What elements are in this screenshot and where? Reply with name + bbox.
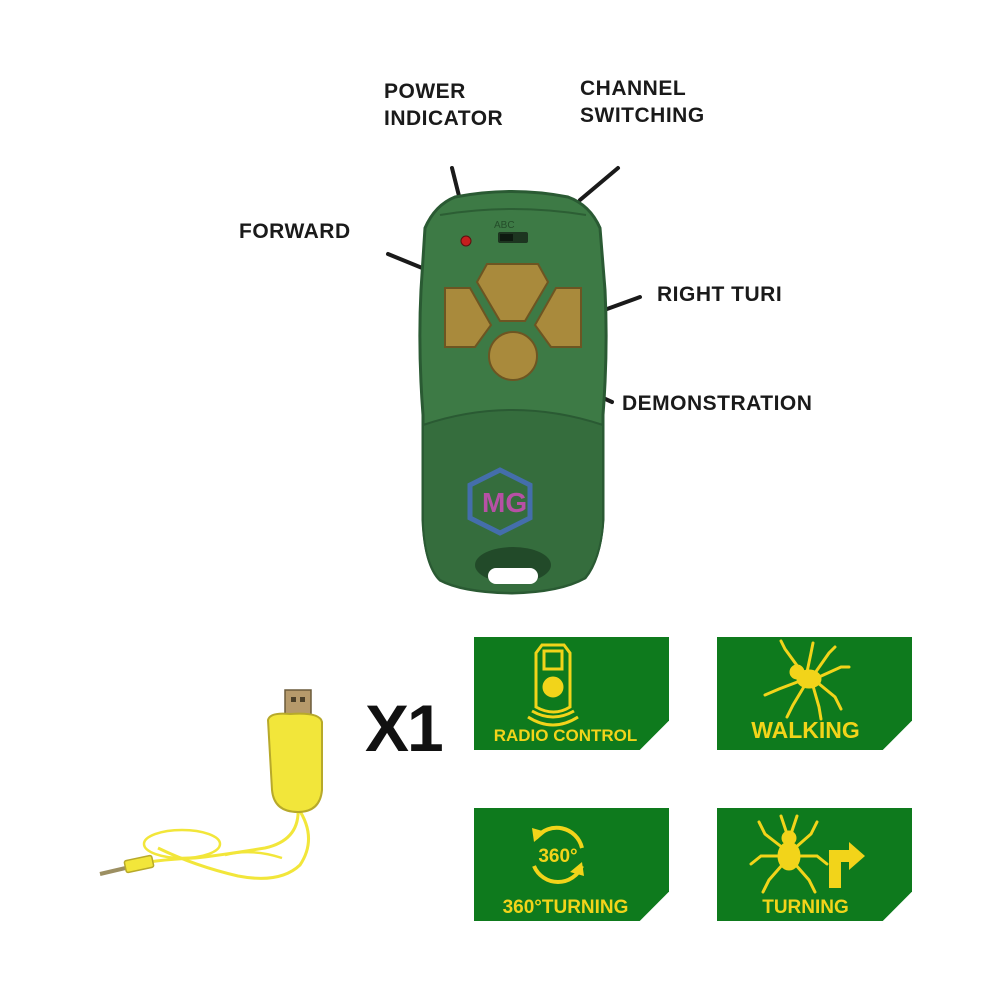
- power-indicator-led: [460, 235, 472, 247]
- turning-badge: TURNING: [717, 808, 912, 921]
- demonstration-label: DEMONSTRATION: [622, 392, 813, 415]
- turning-label: TURNING: [762, 897, 849, 918]
- remote-control: [418, 190, 608, 595]
- right-turn-label: RIGHT TURI: [657, 283, 783, 306]
- channel-switching-label-line1: CHANNEL: [580, 77, 687, 100]
- turning-360-label: 360°TURNING: [502, 897, 629, 918]
- walking-label: WALKING: [751, 717, 860, 743]
- quantity-label: X1: [365, 691, 444, 765]
- channel-switching-label-line2: SWITCHING: [580, 104, 705, 127]
- demonstration-button: [488, 331, 538, 381]
- rotate-360-text: 360°: [538, 846, 577, 867]
- power-indicator-label: POWER INDICATOR: [384, 78, 503, 132]
- radio-control-label: RADIO CONTROL: [493, 726, 638, 745]
- right-turn-button: [533, 287, 582, 348]
- right-arrow-icon: [829, 842, 865, 888]
- rotate-360-icon: 360°: [532, 825, 584, 884]
- direction-buttons: [444, 263, 582, 381]
- channel-switching-label: CHANNEL SWITCHING: [580, 75, 705, 129]
- spider-icon: [763, 639, 851, 721]
- forward-label: FORWARD: [239, 220, 351, 243]
- usb-charging-cable: [99, 689, 323, 880]
- power-indicator-label-line2: INDICATOR: [384, 107, 504, 130]
- power-indicator-label-line1: POWER: [384, 80, 466, 103]
- spider-turn-icon: [749, 814, 865, 894]
- turning-360-badge: 360° 360°TURNING: [474, 808, 669, 921]
- radio-control-badge: RADIO CONTROL: [474, 637, 669, 750]
- mg-watermark-logo: [467, 467, 533, 536]
- remote-icon: [527, 643, 579, 727]
- walking-badge: WALKING: [717, 637, 912, 750]
- left-turn-button: [444, 287, 493, 348]
- forward-button: [475, 263, 550, 322]
